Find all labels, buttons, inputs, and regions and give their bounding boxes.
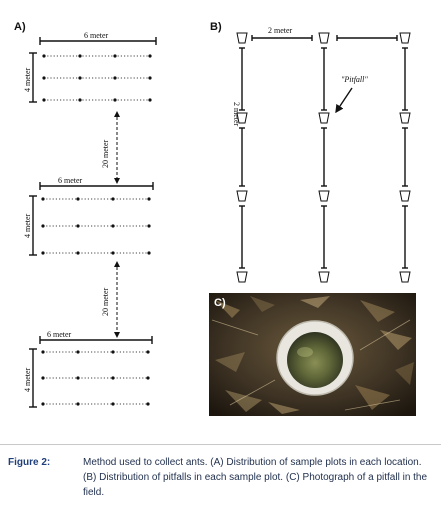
plot-2: 6 meter 4 meter bbox=[23, 176, 154, 256]
plot-2-width-label: 6 meter bbox=[58, 176, 83, 185]
plot-2-pitfalls bbox=[41, 197, 151, 255]
pitfall-callout-label: "Pitfall" bbox=[341, 75, 368, 84]
pitfall-connectors bbox=[239, 47, 408, 269]
figure-2: A) 6 meter 4 meter 20 meter bbox=[14, 21, 416, 416]
panel-a-letter: A) bbox=[14, 21, 26, 33]
gap-2-label: 20 meter bbox=[101, 287, 110, 316]
plot-1-width-label: 6 meter bbox=[84, 31, 109, 40]
twigs bbox=[211, 319, 411, 411]
panel-b: B) 2 meter bbox=[210, 21, 411, 283]
caption-divider bbox=[0, 444, 441, 445]
plot-3-pitfalls bbox=[41, 350, 150, 406]
plot-3: 6 meter 4 meter bbox=[23, 330, 153, 408]
caption-label: Figure 2: bbox=[8, 457, 51, 468]
panel-c-letter: C) bbox=[214, 297, 226, 309]
pitfall-callout-arrow bbox=[335, 87, 353, 114]
plot-1: 6 meter 4 meter bbox=[23, 31, 157, 103]
leaf-litter bbox=[215, 296, 414, 414]
panel-c-photo: C) bbox=[209, 293, 416, 416]
panel-b-width-label: 2 meter bbox=[268, 26, 293, 35]
plot-3-height-label: 4 meter bbox=[23, 367, 32, 392]
plot-3-width-label: 6 meter bbox=[47, 330, 72, 339]
gap-1-label: 20 meter bbox=[101, 139, 110, 168]
pitfall-cup-liquid bbox=[287, 332, 343, 388]
panel-b-letter: B) bbox=[210, 21, 222, 33]
panel-b-height-label: 2 meter bbox=[232, 102, 241, 127]
plot-1-pitfalls bbox=[42, 54, 152, 102]
plot-1-height-label: 4 meter bbox=[23, 67, 32, 92]
pitfall-cups bbox=[236, 32, 411, 283]
caption-text: Method used to collect ants. (A) Distrib… bbox=[83, 457, 428, 498]
plot-2-height-label: 4 meter bbox=[23, 213, 32, 238]
panel-a: A) 6 meter 4 meter 20 meter bbox=[14, 21, 157, 408]
